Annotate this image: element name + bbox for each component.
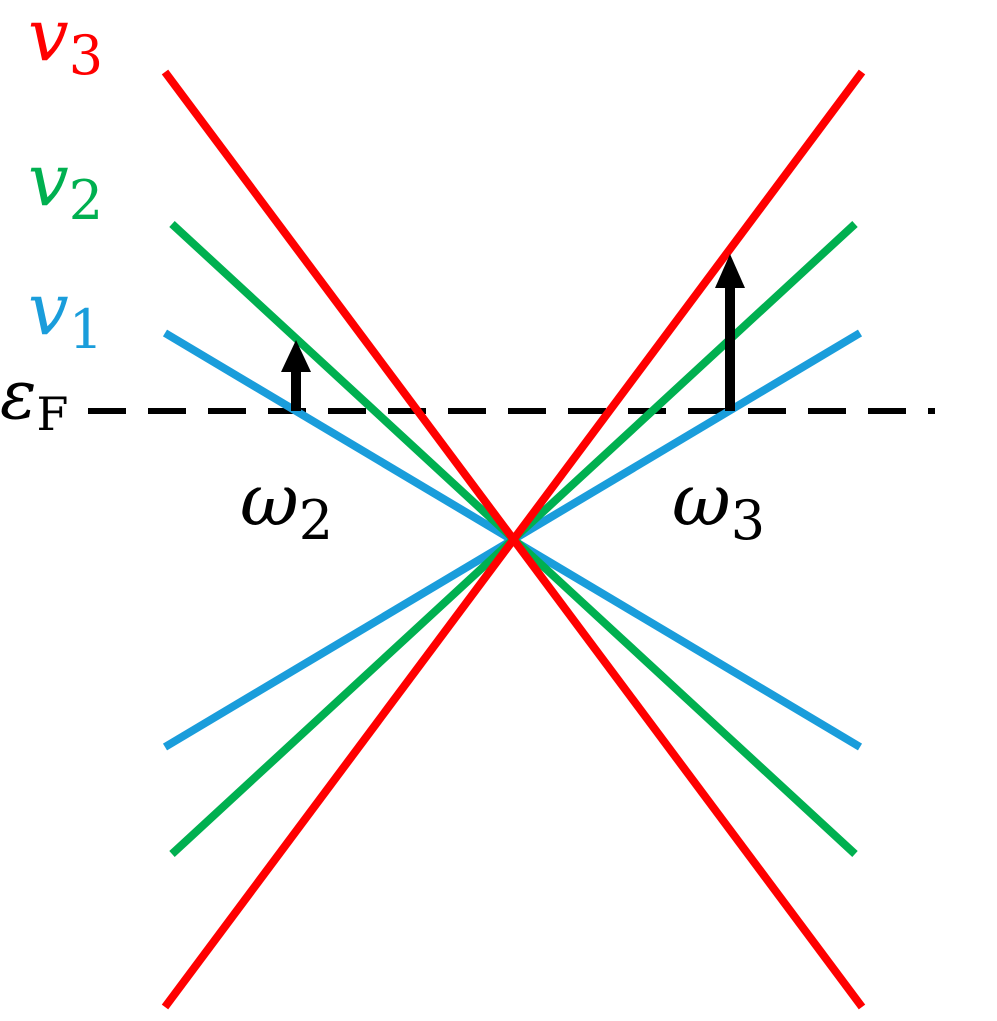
omega3-arrow	[715, 254, 745, 411]
v2-label: v2	[28, 138, 103, 232]
v1-label: v1	[28, 267, 103, 361]
omega2-label: ω2	[240, 458, 333, 552]
omega2-arrow	[281, 340, 311, 411]
omega3-label: ω3	[672, 458, 765, 552]
v3-label: v3	[28, 0, 103, 87]
up-arrow-icon	[715, 254, 745, 288]
up-arrow-icon	[281, 340, 311, 372]
v3-band-right	[161, 69, 866, 1010]
fermi-energy-label: εF	[0, 356, 68, 441]
